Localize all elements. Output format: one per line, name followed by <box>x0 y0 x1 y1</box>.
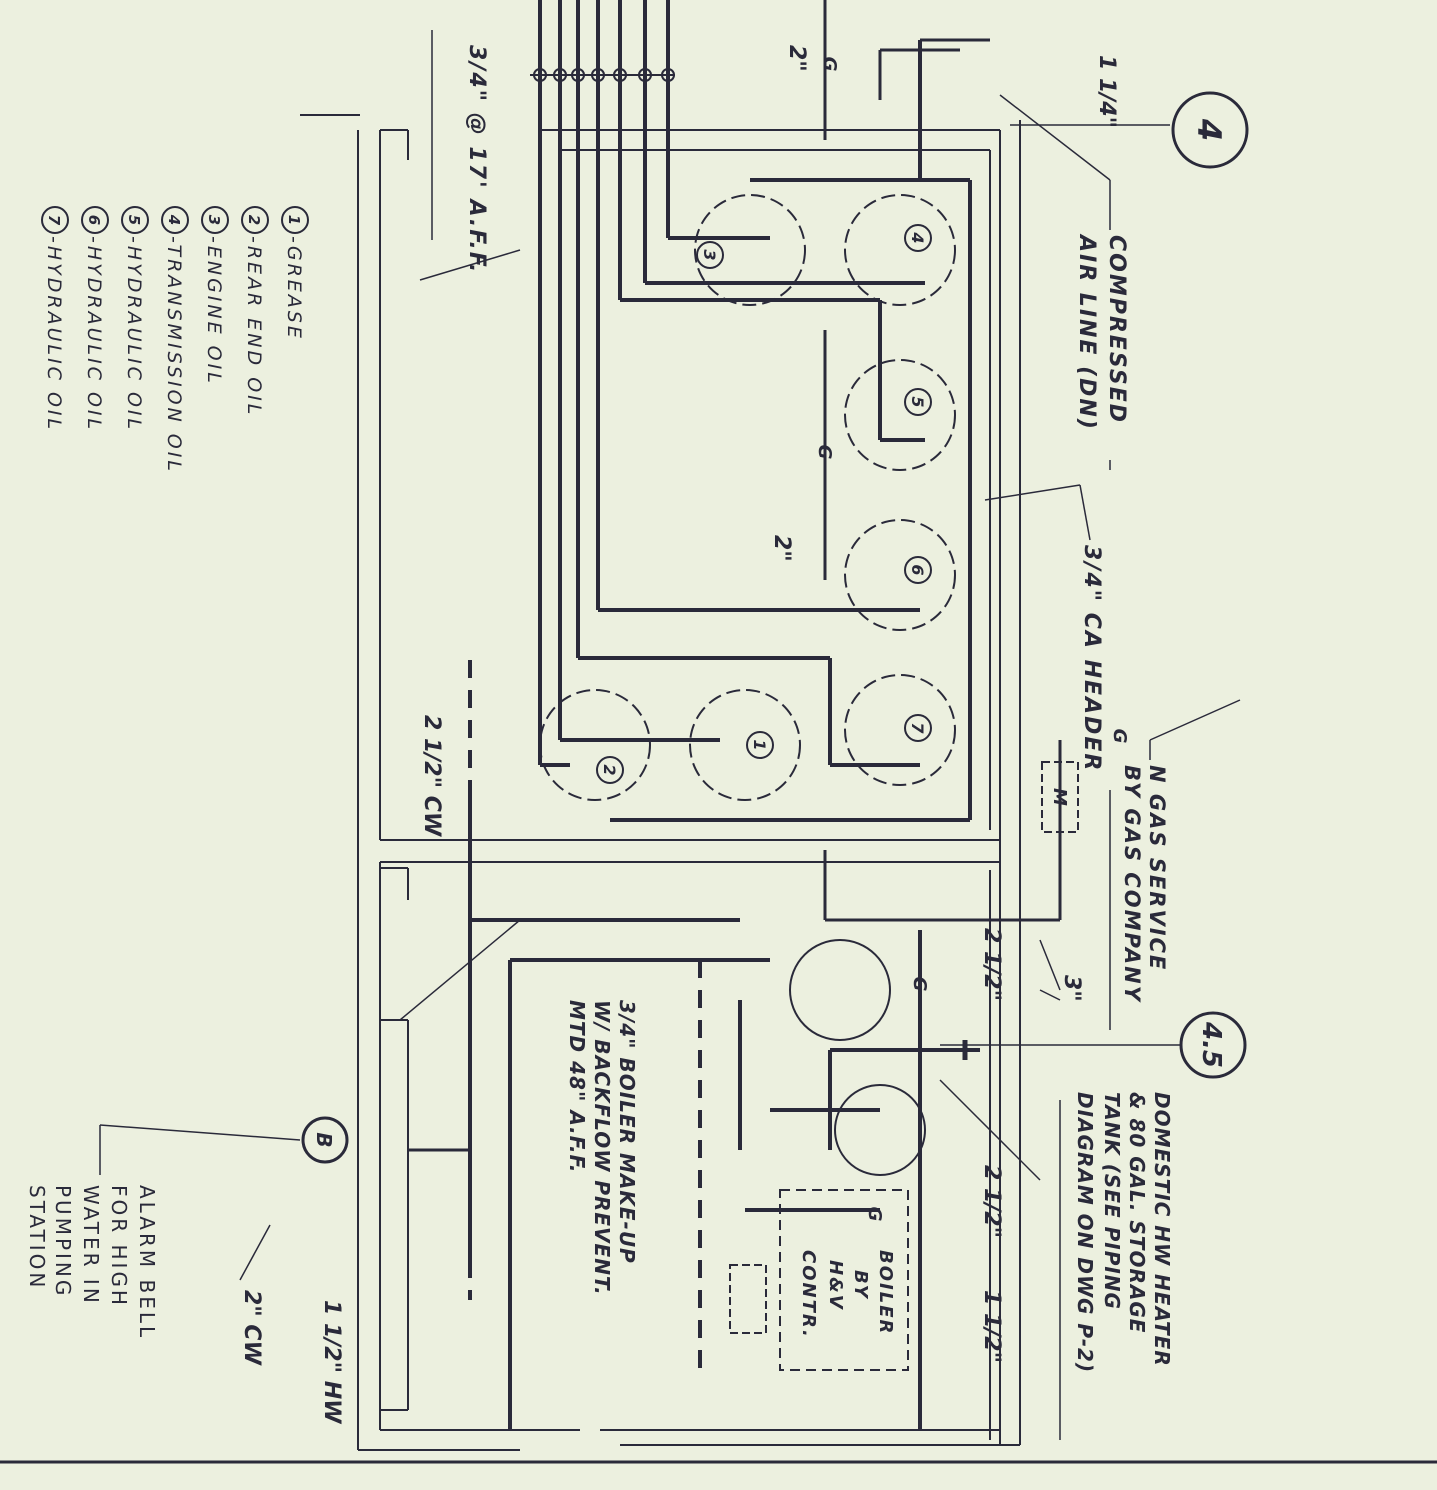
svg-text:STATION: STATION <box>25 1185 49 1290</box>
svg-text:BOILER: BOILER <box>875 1250 896 1335</box>
gas-g-5: G <box>1109 729 1130 744</box>
svg-text:1: 1 <box>750 739 769 750</box>
svg-text:-TRANSMISSION OIL: -TRANSMISSION OIL <box>163 236 185 474</box>
svg-text:H&V: H&V <box>825 1260 846 1311</box>
svg-text:-HYDRAULIC OIL: -HYDRAULIC OIL <box>123 236 145 432</box>
legend-item: 6 -HYDRAULIC OIL <box>81 206 109 432</box>
detail-bubble-4 <box>1171 91 1249 169</box>
boiler-makeup-callout: 3/4" BOILER MAKE-UP W/ BACKFLOW PREVENT.… <box>565 1000 639 1296</box>
svg-text:-ENGINE OIL: -ENGINE OIL <box>203 236 225 386</box>
svg-text:3: 3 <box>700 249 719 260</box>
bell-label: B <box>312 1132 336 1147</box>
detail-4-label: 4 <box>1190 118 1228 141</box>
ca-header-label: 3/4" CA HEADER <box>1079 545 1104 772</box>
legend-item: 2 -REAR END OIL <box>241 206 269 417</box>
legend-item: 4 -TRANSMISSION OIL <box>161 206 189 474</box>
reel-tags <box>596 224 932 784</box>
svg-text:CONTR.: CONTR. <box>798 1250 819 1339</box>
svg-text:4: 4 <box>165 214 183 225</box>
svg-text:FOR HIGH: FOR HIGH <box>107 1185 131 1308</box>
dashed-lines <box>468 660 702 1430</box>
gas-meter <box>1041 761 1079 833</box>
legend-item: 3 -ENGINE OIL <box>201 206 229 386</box>
boiler-callout: BOILER BY H&V CONTR. <box>798 1250 896 1339</box>
svg-text:3/4" BOILER MAKE-UP: 3/4" BOILER MAKE-UP <box>615 1000 639 1264</box>
gas-g-3: G <box>909 977 930 992</box>
svg-text:-HYDRAULIC OIL: -HYDRAULIC OIL <box>43 236 65 432</box>
svg-text:2 1/2": 2 1/2" <box>979 1165 1004 1238</box>
building-walls <box>0 114 1437 1464</box>
legend-item: 7 -HYDRAULIC OIL <box>41 206 69 432</box>
svg-text:5: 5 <box>125 215 143 225</box>
water-heater <box>729 939 968 1371</box>
svg-text:ALARM BELL: ALARM BELL <box>135 1185 159 1340</box>
svg-text:WATER IN: WATER IN <box>79 1185 103 1306</box>
svg-text:N GAS SERVICE: N GAS SERVICE <box>1145 765 1169 971</box>
svg-text:2" CW: 2" CW <box>239 1290 264 1367</box>
svg-text:4: 4 <box>908 231 927 243</box>
svg-text:2: 2 <box>245 215 263 225</box>
leader-lines <box>99 30 1241 1440</box>
svg-text:7: 7 <box>45 215 63 226</box>
pipe-size-labels: 2 1/2" CW 2" CW 1 1/2" HW 2" 2" 1 1/4" 2… <box>239 45 1119 1425</box>
lube-oil-risers <box>530 0 925 767</box>
svg-text:1 1/4": 1 1/4" <box>1094 55 1119 128</box>
alarm-bell-callout: ALARM BELL FOR HIGH WATER IN PUMPING STA… <box>25 1185 159 1340</box>
svg-text:3: 3 <box>205 215 223 225</box>
svg-text:2": 2" <box>784 45 809 72</box>
svg-text:TANK (SEE PIPING: TANK (SEE PIPING <box>1100 1092 1124 1310</box>
svg-text:3": 3" <box>1059 975 1084 1002</box>
riser-couplings <box>533 68 675 82</box>
svg-text:BY GAS COMPANY: BY GAS COMPANY <box>1120 765 1144 1003</box>
svg-text:1: 1 <box>285 215 303 225</box>
svg-text:2 1/2" CW: 2 1/2" CW <box>419 715 444 838</box>
legend: 1 -GREASE 2 -REAR END OIL 3 -ENGINE OIL … <box>41 206 309 474</box>
meter-label: M <box>1049 788 1070 806</box>
svg-text:-REAR END OIL: -REAR END OIL <box>243 236 265 417</box>
gas-g-2: G <box>819 57 840 72</box>
legend-item: 5 -HYDRAULIC OIL <box>121 206 149 432</box>
gas-2in-line <box>823 0 1060 922</box>
svg-text:PUMPING: PUMPING <box>51 1185 75 1298</box>
ca-header <box>610 38 990 822</box>
svg-text:DOMESTIC HW HEATER: DOMESTIC HW HEATER <box>1150 1092 1174 1367</box>
svg-text:5: 5 <box>908 396 927 407</box>
svg-text:DIAGRAM ON DWG P-2): DIAGRAM ON DWG P-2) <box>1073 1092 1097 1373</box>
svg-text:2: 2 <box>600 764 619 775</box>
gas-g-4: G <box>864 1207 885 1222</box>
svg-text:2": 2" <box>769 535 794 562</box>
svg-text:AIR LINE (DN): AIR LINE (DN) <box>1074 233 1099 431</box>
svg-text:2 1/2": 2 1/2" <box>979 928 1004 1001</box>
svg-text:BY: BY <box>850 1270 871 1300</box>
hose-reels <box>539 194 956 801</box>
svg-text:6: 6 <box>85 215 103 225</box>
detail-bubble-45 <box>1179 1011 1247 1079</box>
svg-text:1 1/2": 1 1/2" <box>979 1290 1004 1363</box>
svg-text:1 1/2" HW: 1 1/2" HW <box>319 1300 344 1425</box>
compressed-air-callout: COMPRESSED AIR LINE (DN) <box>1074 233 1129 431</box>
svg-text:-GREASE: -GREASE <box>283 236 305 341</box>
aff-label: 3/4" @ 17' A.F.F. <box>464 45 489 274</box>
reel-tag-numbers: 3 4 5 6 7 1 2 <box>600 231 927 775</box>
gas-g-1: G <box>814 445 835 460</box>
svg-text:7: 7 <box>908 722 927 734</box>
alarm-bell-icon <box>301 1116 349 1164</box>
svg-text:COMPRESSED: COMPRESSED <box>1104 235 1129 424</box>
svg-text:6: 6 <box>908 564 927 575</box>
gas-service-callout: N GAS SERVICE BY GAS COMPANY <box>1120 765 1169 1003</box>
svg-text:& 80 GAL. STORAGE: & 80 GAL. STORAGE <box>1125 1092 1149 1333</box>
gas-markers: G G G G G <box>814 57 1130 1222</box>
dhw-heater-callout: DOMESTIC HW HEATER & 80 GAL. STORAGE TAN… <box>1073 1092 1174 1373</box>
svg-text:-HYDRAULIC OIL: -HYDRAULIC OIL <box>83 236 105 432</box>
svg-text:W/ BACKFLOW PREVENT.: W/ BACKFLOW PREVENT. <box>590 1000 614 1296</box>
legend-item: 1 -GREASE <box>281 206 309 341</box>
detail-45-label: 4.5 <box>1196 1021 1226 1068</box>
svg-text:MTD 48" A.F.F.: MTD 48" A.F.F. <box>565 1000 589 1173</box>
